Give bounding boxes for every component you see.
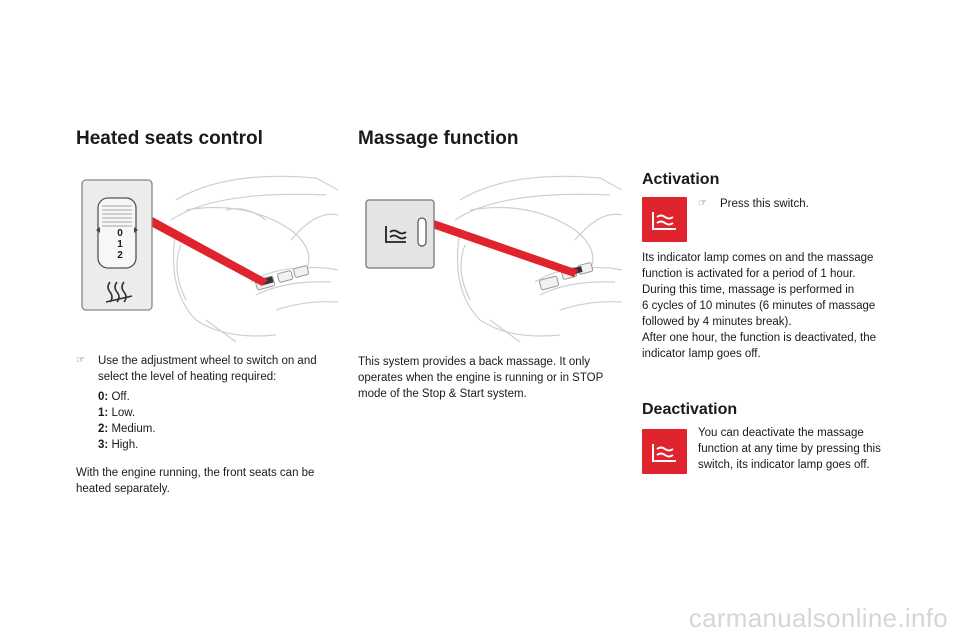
activation-line: 6 cycles of 10 minutes (6 minutes of mas…: [642, 300, 876, 312]
activation-line: followed by 4 minutes break).: [642, 316, 792, 328]
heated-seats-title: Heated seats control: [76, 128, 263, 149]
activation-title: Activation: [642, 171, 720, 188]
heat-levels-list: 0: Off. 1: Low. 2: Medium. 3: High.: [98, 389, 156, 453]
activation-line: Its indicator lamp comes on and the mass…: [642, 252, 874, 264]
massage-seat-illustration: [365, 175, 622, 342]
activation-line: During this time, massage is performed i…: [642, 284, 855, 296]
heated-bullet: ☞ Use the adjustment wheel to switch on …: [76, 353, 338, 385]
activation-body: Its indicator lamp comes on and the mass…: [642, 250, 912, 362]
level-item: 0: Off.: [98, 391, 130, 403]
heated-seat-illustration: [81, 175, 338, 342]
activation-line: indicator lamp goes off.: [642, 348, 761, 360]
wheel-label-1: 1: [117, 239, 123, 250]
activation-line: After one hour, the function is deactiva…: [642, 332, 876, 344]
deactivation-title: Deactivation: [642, 401, 738, 418]
wheel-label-0: 0: [117, 228, 123, 239]
activation-bullet: ☞ Press this switch.: [698, 196, 898, 212]
massage-description: This system provides a back massage. It …: [358, 356, 604, 400]
wheel-label-2: 2: [117, 250, 123, 261]
heated-bullet-text: Use the adjustment wheel to switch on an…: [98, 355, 317, 383]
level-item: 1: Low.: [98, 407, 136, 419]
activation-bullet-text: Press this switch.: [720, 198, 809, 210]
footer-watermark: carmanualsonline.info: [688, 603, 948, 633]
hand-icon: ☞: [76, 355, 85, 366]
wheel-scale: 0 1 2: [112, 228, 128, 261]
level-item: 3: High.: [98, 439, 139, 451]
deactivation-text: You can deactivate the massage function …: [698, 427, 881, 471]
massage-title: Massage function: [358, 128, 519, 149]
heated-note: With the engine running, the front seats…: [76, 467, 315, 495]
level-item: 2: Medium.: [98, 423, 156, 435]
massage-switch-icon: [642, 197, 687, 242]
activation-line: function is activated for a period of 1 …: [642, 268, 856, 280]
hand-icon: ☞: [698, 198, 707, 209]
massage-switch-icon: [642, 429, 687, 474]
